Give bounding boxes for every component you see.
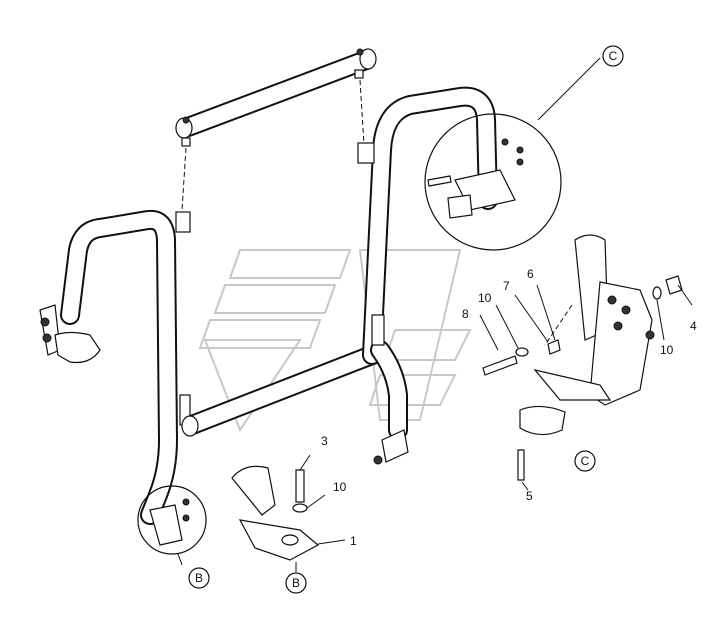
callout-c-top-label: C (609, 49, 618, 63)
callout-c-bottom-label: C (581, 454, 590, 468)
callout-b-right: B (285, 572, 307, 594)
left-frame (39, 209, 191, 525)
part-number-1: 1 (350, 534, 357, 548)
bracket-c-detail (479, 234, 693, 491)
callout-b-left-label: B (195, 571, 203, 585)
part-number-8: 8 (462, 307, 469, 321)
part-number-10-a: 10 (333, 480, 347, 494)
part-number-labels: 1 3 4 5 6 7 8 10 10 10 (321, 267, 697, 548)
part-number-10-b: 10 (478, 291, 492, 305)
part-number-7: 7 (503, 279, 510, 293)
part-number-6: 6 (527, 267, 534, 281)
bracket-b-detail (231, 454, 346, 572)
part-number-5: 5 (526, 489, 533, 503)
part-number-4: 4 (690, 319, 697, 333)
callout-b-left: B (188, 567, 210, 589)
upper-crossbar (175, 48, 377, 147)
callout-c-top: C (602, 45, 624, 67)
detail-b-circle (137, 485, 207, 566)
right-frame (357, 86, 498, 465)
callout-c-bottom: C (574, 450, 596, 472)
detail-c-circle (424, 57, 601, 251)
part-number-10-c: 10 (660, 343, 674, 357)
part-number-3: 3 (321, 434, 328, 448)
callout-b-right-label: B (292, 576, 300, 590)
